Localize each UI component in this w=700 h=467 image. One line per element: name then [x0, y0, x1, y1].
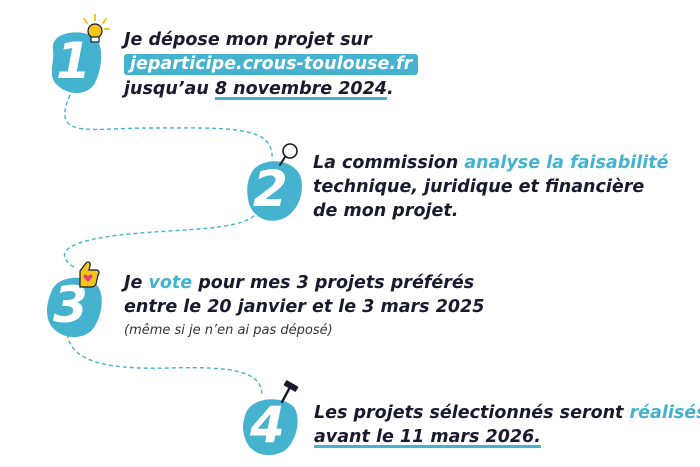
step-4-number: 4 [250, 396, 285, 454]
step-4-line-1: Les projets sélectionnés seront réalisés [314, 402, 700, 425]
step-4-line-2: avant le 11 mars 2026. [314, 426, 541, 449]
step-1-line-1: Je dépose mon projet sur [124, 30, 372, 50]
step-1-line-2: jeparticipe.crous-toulouse.fr [124, 53, 419, 76]
lightbulb-icon [83, 14, 110, 43]
step-3-blob [46, 277, 102, 338]
step-3-number: 3 [53, 276, 88, 334]
step-3-line-1-suffix: pour mes 3 projets préférés [192, 273, 475, 293]
step-2-line-1-prefix: La commission [313, 153, 465, 173]
step-2-line-1: La commission analyse la faisabilité [313, 152, 669, 175]
step-4-highlight: réalisés [629, 403, 700, 423]
step-1-line-3-prefix: jusqu’au [124, 79, 215, 99]
step-1-deadline: 8 novembre 2024 [214, 79, 387, 99]
step-4-line-1-prefix: Les projets sélectionnés seront [314, 403, 630, 423]
magnifier-icon [279, 143, 298, 166]
thumbs-up-heart-icon [79, 261, 100, 288]
step-4-deadline: avant le 11 mars 2026. [314, 427, 541, 447]
step-2-line-2: technique, juridique et financière [313, 177, 645, 197]
step-3-highlight: vote [148, 273, 193, 293]
step-3-line-1: Je vote pour mes 3 projets préférés [124, 272, 474, 295]
step-1-line-3-suffix: . [386, 79, 394, 99]
step-3-note: (même si je n’en ai pas déposé) [124, 323, 333, 338]
step-4-blob [243, 399, 298, 456]
step-2-highlight: analyse la faisabilité [464, 153, 669, 173]
step-1-line-3: jusqu’au 8 novembre 2024. [124, 78, 394, 101]
hammer-icon [280, 380, 299, 404]
step-1-number: 1 [56, 32, 91, 90]
step-2-blob [247, 161, 302, 221]
step-2-number: 2 [253, 160, 288, 218]
step-3-line-2: entre le 20 janvier et le 3 mars 2025 [124, 297, 485, 317]
step-3-line-1-prefix: Je [124, 273, 149, 293]
step-1-blob [51, 32, 102, 93]
step-2-line-3: de mon projet. [313, 201, 459, 221]
participation-link[interactable]: jeparticipe.crous-toulouse.fr [124, 54, 419, 75]
